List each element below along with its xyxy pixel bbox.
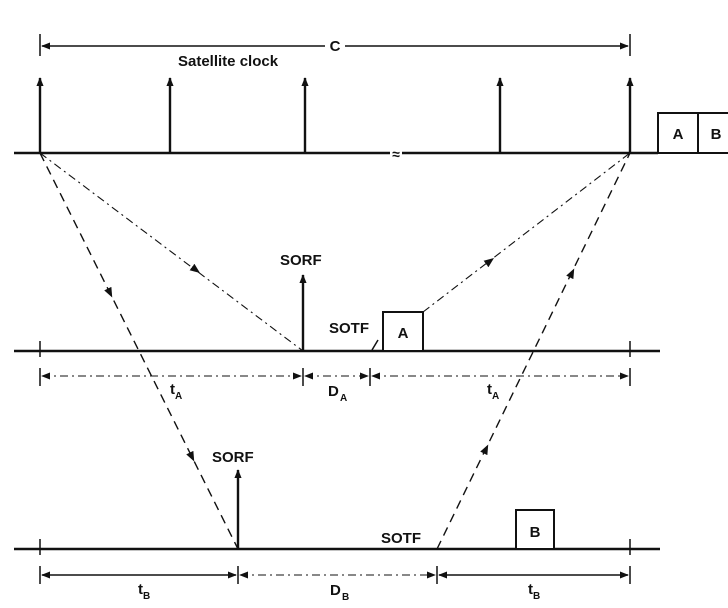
station-a-burst: [382, 311, 424, 352]
station-a-sotf-label: SOTF: [329, 320, 369, 337]
station-a-axis: SORF SOTF A: [14, 252, 660, 357]
station-b-uplink-t-label: t: [138, 581, 143, 598]
station-a-sotf-tick: [371, 339, 379, 351]
station-b-burst-label: B: [530, 524, 541, 541]
station-b-downlink-t-label: t: [528, 581, 533, 598]
station-b-d-sub: B: [342, 592, 349, 603]
station-b-axis: SORF SOTF B: [14, 449, 660, 555]
cycle-label: C: [330, 38, 341, 55]
station-b-uplink-t-sub: B: [143, 591, 150, 602]
station-a-sorf-label: SORF: [280, 252, 322, 269]
satellite-clock-label: Satellite clock: [178, 53, 279, 70]
station-b-d-label: D: [330, 582, 341, 599]
station-a-downlink-t-label: t: [487, 381, 492, 398]
cycle-dimension: C: [39, 34, 631, 56]
station-a-d-sub: A: [340, 393, 347, 404]
station-a-dimensions: t A D A t A: [39, 368, 631, 404]
station-a-d-label: D: [328, 383, 339, 400]
satellite-burst-b-label: B: [711, 126, 722, 143]
station-b-burst: [515, 509, 555, 550]
station-a-downlink-t-sub: A: [492, 391, 499, 402]
path-a-to-satellite: [422, 152, 631, 313]
satellite-burst-a: [657, 112, 699, 154]
propagation-paths: [39, 152, 631, 550]
satellite-burst-a-label: A: [673, 126, 684, 143]
path-b-to-satellite: [436, 152, 631, 550]
axis-break-mark: ≈: [392, 146, 400, 162]
path-satellite-to-a: [39, 152, 304, 352]
station-a-burst-label: A: [398, 325, 409, 342]
station-a-uplink-t-label: t: [170, 381, 175, 398]
station-b-sotf-label: SOTF: [381, 530, 421, 547]
station-b-downlink-t-sub: B: [533, 591, 540, 602]
station-a-uplink-t-sub: A: [175, 391, 182, 402]
satellite-clock-axis: ≈ Satellite clock A B: [14, 53, 728, 162]
path-satellite-to-b: [39, 152, 239, 550]
station-b-sorf-label: SORF: [212, 449, 254, 466]
station-b-dimensions: t B D B t B: [39, 566, 631, 603]
satellite-burst-b: [697, 112, 728, 154]
